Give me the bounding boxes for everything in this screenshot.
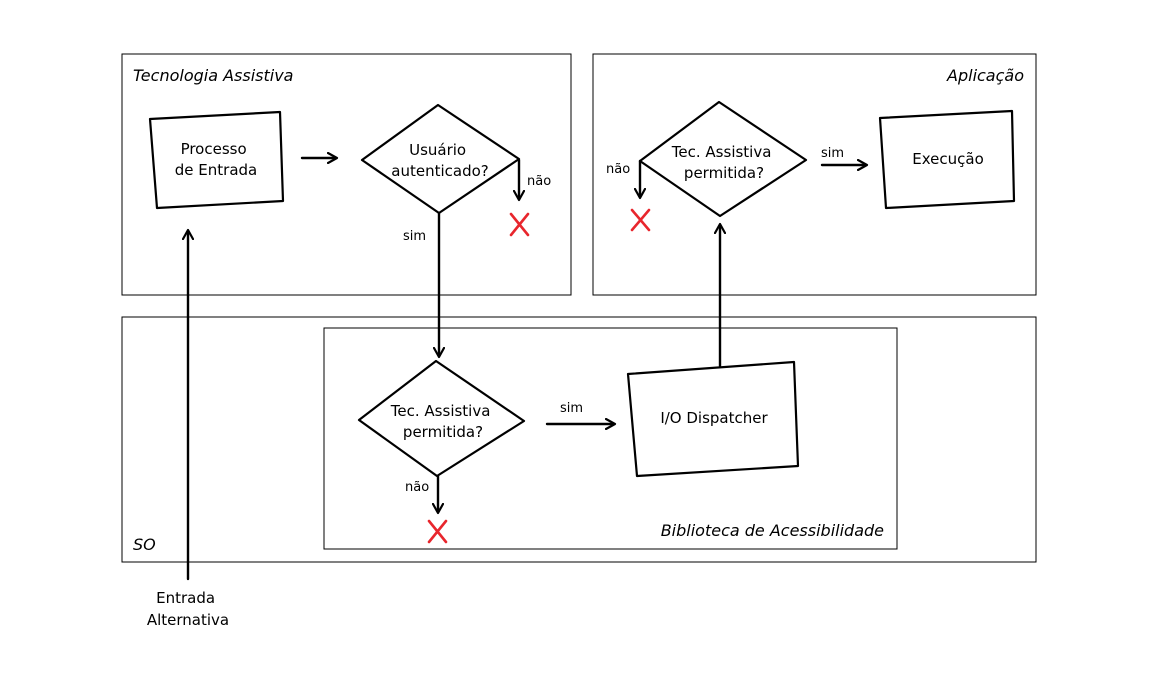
reject-cross-icon [509, 212, 530, 237]
processo-entrada-shape [148, 110, 285, 210]
app-tec-permitida-diamond [638, 100, 808, 218]
edge-label-app-nao: não [606, 162, 630, 177]
container-aplicacao [592, 53, 1037, 296]
edge-label-auth-nao: não [527, 174, 551, 189]
container-title-tecnologia-assistiva: Tecnologia Assistiva [133, 66, 293, 85]
edge-label-auth-sim: sim [403, 229, 426, 244]
edge-label-app-sim: sim [821, 146, 844, 161]
usuario-autenticado-diamond [360, 103, 521, 215]
usuario-autenticado-label: Usuário autenticado? [391, 141, 488, 180]
io-dispatcher-shape [626, 360, 800, 478]
container-biblioteca [323, 327, 898, 550]
execucao-label: Execução [912, 150, 984, 168]
container-title-so: SO [133, 535, 156, 554]
edge-label-lib-sim: sim [560, 401, 583, 416]
container-title-biblioteca: Biblioteca de Acessibilidade [661, 521, 884, 540]
edge-label-lib-nao: não [405, 480, 429, 495]
container-tecnologia-assistiva [121, 53, 572, 296]
io-dispatcher-label: I/O Dispatcher [660, 409, 768, 427]
container-title-aplicacao: Aplicação [946, 66, 1024, 85]
execucao-shape [878, 109, 1016, 210]
reject-cross-icon [427, 519, 448, 544]
reject-cross-icon [630, 208, 651, 232]
lib-tec-permitida-label: Tec. Assistiva permitida? [390, 402, 495, 441]
app-tec-permitida-label: Tec. Assistiva permitida? [671, 143, 776, 182]
entrada-alternativa-label: Entrada Alternativa [147, 589, 229, 629]
processo-entrada-label: Processo de Entrada [175, 140, 257, 179]
container-so [121, 316, 1037, 563]
